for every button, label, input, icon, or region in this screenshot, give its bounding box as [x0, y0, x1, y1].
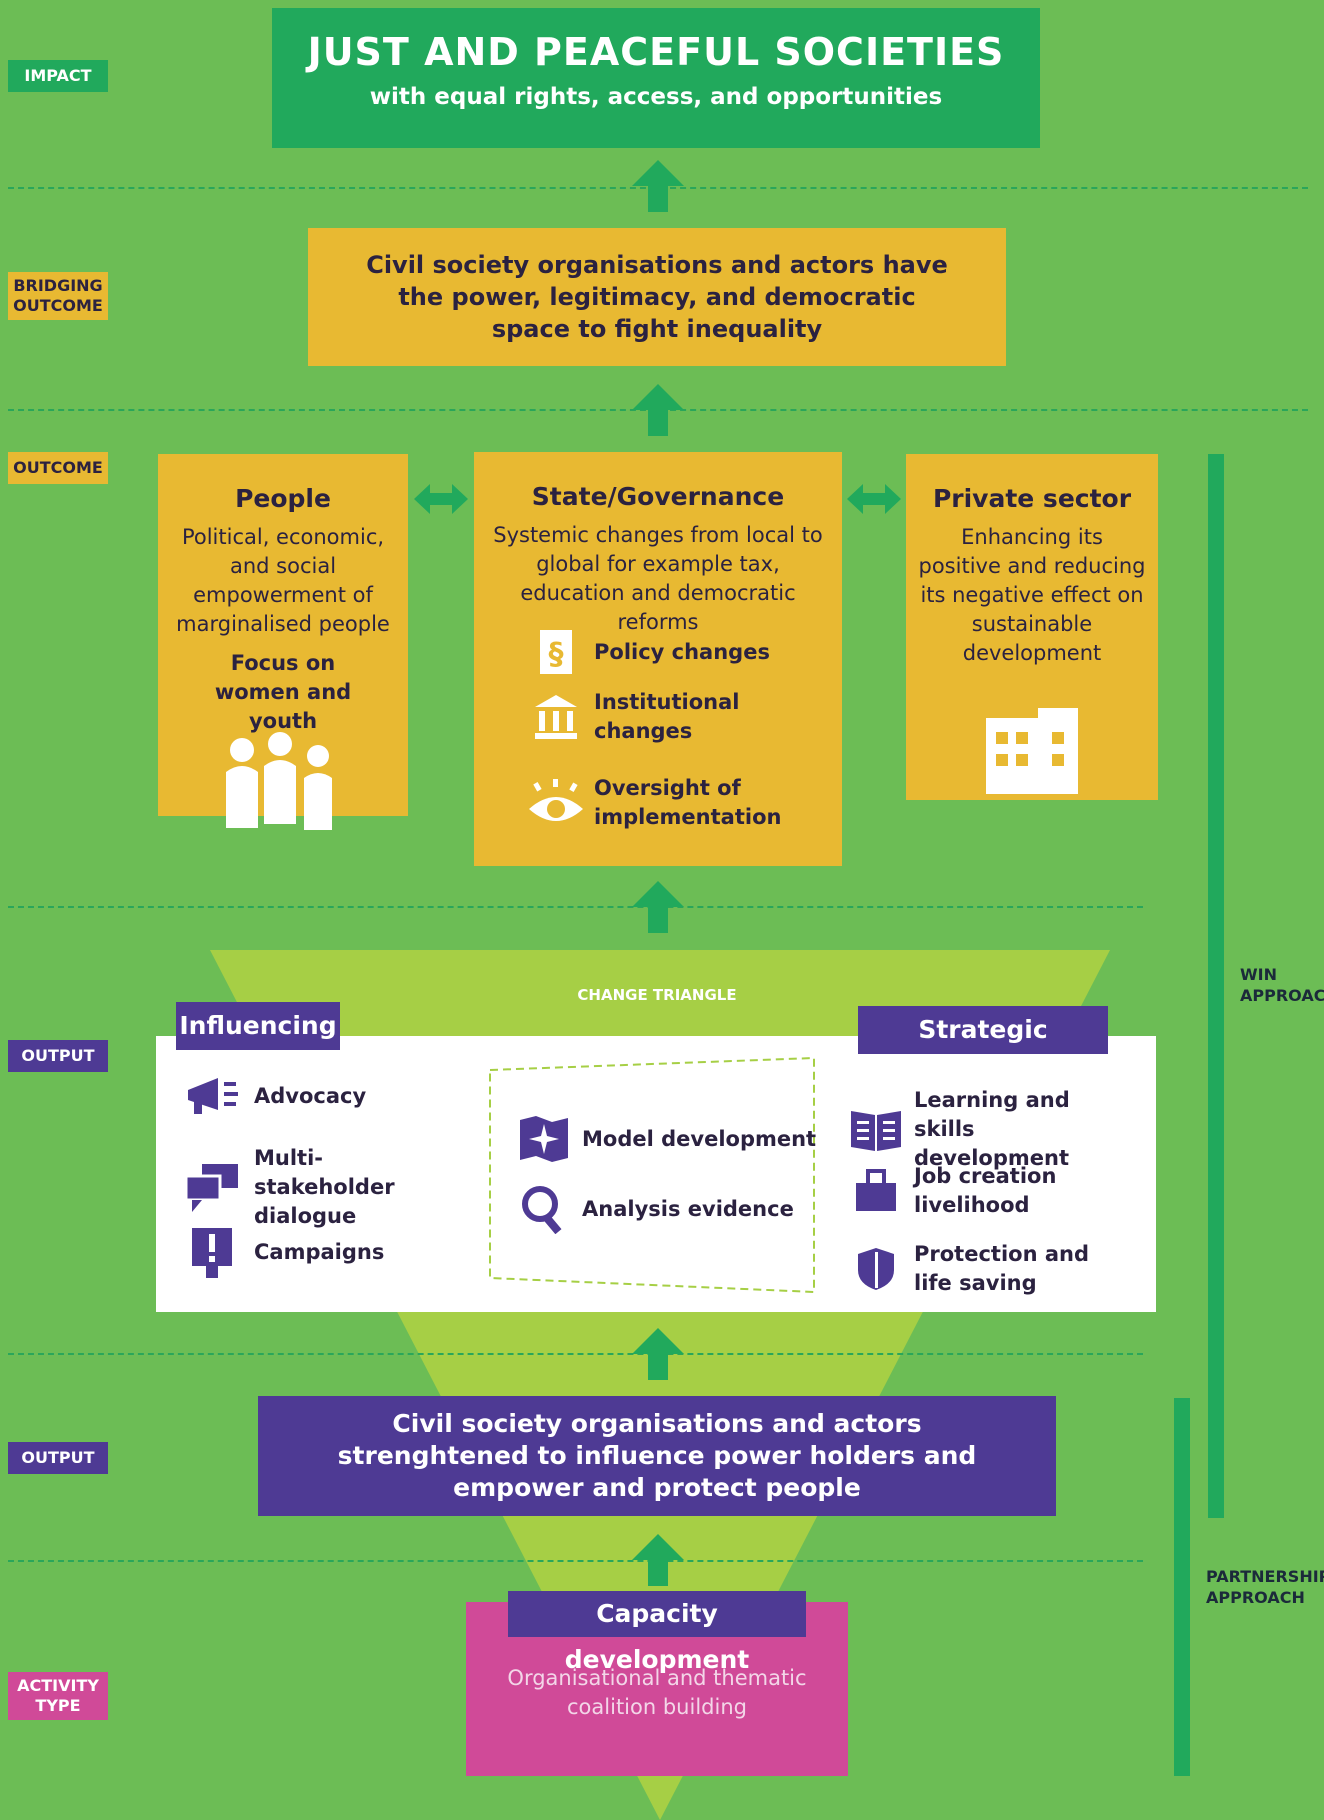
bridging-outcome-label: BRIDGING OUTCOME: [8, 272, 108, 320]
separator-3: [8, 906, 1143, 908]
output2-text: Civil society organisations and actors s…: [337, 1409, 977, 1502]
shield-icon: [858, 1248, 894, 1290]
arrow-up-icon: [632, 384, 684, 436]
arrow-up-icon: [632, 160, 684, 212]
state-item-oversight: Oversight of implementation: [526, 774, 781, 832]
impact-title: JUST AND PEACEFUL SOCIETIES: [307, 30, 1005, 74]
double-arrow-icon: [414, 484, 468, 514]
briefcase-icon: [856, 1169, 896, 1211]
separator-5: [8, 1560, 1143, 1562]
impact-subtitle: with equal rights, access, and opportuni…: [369, 84, 943, 110]
influencing-item-advocacy: Advocacy: [182, 1074, 366, 1118]
people-description: Political, economic, and social empowerm…: [176, 525, 390, 636]
strategic-item-job: Job creation livelihood: [846, 1162, 1074, 1220]
arrow-up-icon: [632, 1328, 684, 1380]
eye-icon: [529, 779, 583, 821]
magnifier-icon: [522, 1186, 562, 1234]
state-item-policy: § Policy changes: [526, 628, 770, 676]
output2-box: Civil society organisations and actors s…: [258, 1396, 1056, 1516]
partnership-approach-bar: [1174, 1398, 1190, 1776]
influencing-item-campaigns: Campaigns: [182, 1226, 384, 1278]
win-approach-bar: [1208, 454, 1224, 1518]
middle-item-analysis: Analysis evidence: [514, 1184, 794, 1234]
paragraph-document-icon: §: [540, 630, 572, 674]
double-arrow-icon: [847, 484, 901, 514]
state-governance-box: State/Governance Systemic changes from l…: [474, 452, 842, 866]
capacity-text: Organisational and thematic coalition bu…: [507, 1666, 807, 1719]
office-building-icon: [986, 708, 1078, 794]
megaphone-icon: [188, 1078, 238, 1114]
output-panel: Advocacy Multi-stakeholder dialogue Camp…: [156, 1036, 1156, 1312]
map-icon: [520, 1116, 568, 1162]
middle-dashed-frame: [489, 1056, 815, 1294]
separator-4: [8, 1353, 1143, 1355]
arrow-up-icon: [632, 1534, 684, 1586]
exclamation-sign-icon: [192, 1228, 232, 1278]
impact-box: JUST AND PEACEFUL SOCIETIES with equal r…: [272, 8, 1040, 148]
output-label-2: OUTPUT: [8, 1442, 108, 1474]
output-label-1: OUTPUT: [8, 1040, 108, 1072]
people-title: People: [235, 484, 331, 513]
private-title: Private sector: [932, 484, 1132, 513]
state-item-institutional: Institutional changes: [526, 688, 744, 746]
people-box: People Political, economic, and social e…: [158, 454, 408, 830]
strategic-item-learning: Learning and skills development: [846, 1086, 1114, 1173]
institution-building-icon: [535, 695, 577, 739]
partnership-approach-label: PARTNERSHIP APPROACH: [1206, 1567, 1324, 1607]
strategic-delivery-header: Strategic delivery: [858, 1006, 1108, 1092]
change-triangle-label: CHANGE TRIANGLE: [577, 986, 737, 1004]
private-sector-box: Private sector Enhancing its positive an…: [906, 454, 1158, 800]
arrow-up-icon: [632, 881, 684, 933]
people-icon: [226, 732, 332, 830]
bridging-outcome-box: Civil society organisations and actors h…: [308, 228, 1006, 366]
speech-bubbles-icon: [184, 1163, 238, 1212]
people-focus: Focus on women and youth: [214, 651, 352, 733]
bridging-outcome-text: Civil society organisations and actors h…: [366, 251, 948, 343]
capacity-header: Capacity development: [508, 1591, 806, 1674]
state-title: State/Governance: [531, 482, 785, 511]
influencing-item-dialogue: Multi-stakeholder dialogue: [182, 1144, 454, 1231]
private-description: Enhancing its positive and reducing its …: [918, 525, 1146, 665]
state-description: Systemic changes from local to global fo…: [493, 523, 823, 634]
open-book-icon: [851, 1110, 901, 1151]
svg-text:§: §: [549, 637, 564, 672]
influencing-header: Influencing: [176, 1002, 340, 1050]
outcome-label: OUTCOME: [8, 452, 108, 484]
win-approach-label: WIN APPROACH: [1240, 965, 1324, 1005]
middle-item-model: Model development: [514, 1114, 816, 1164]
strategic-item-protection: Protection and life saving: [846, 1240, 1114, 1298]
activity-type-label: ACTIVITY TYPE: [8, 1672, 108, 1720]
impact-label: IMPACT: [8, 60, 108, 92]
